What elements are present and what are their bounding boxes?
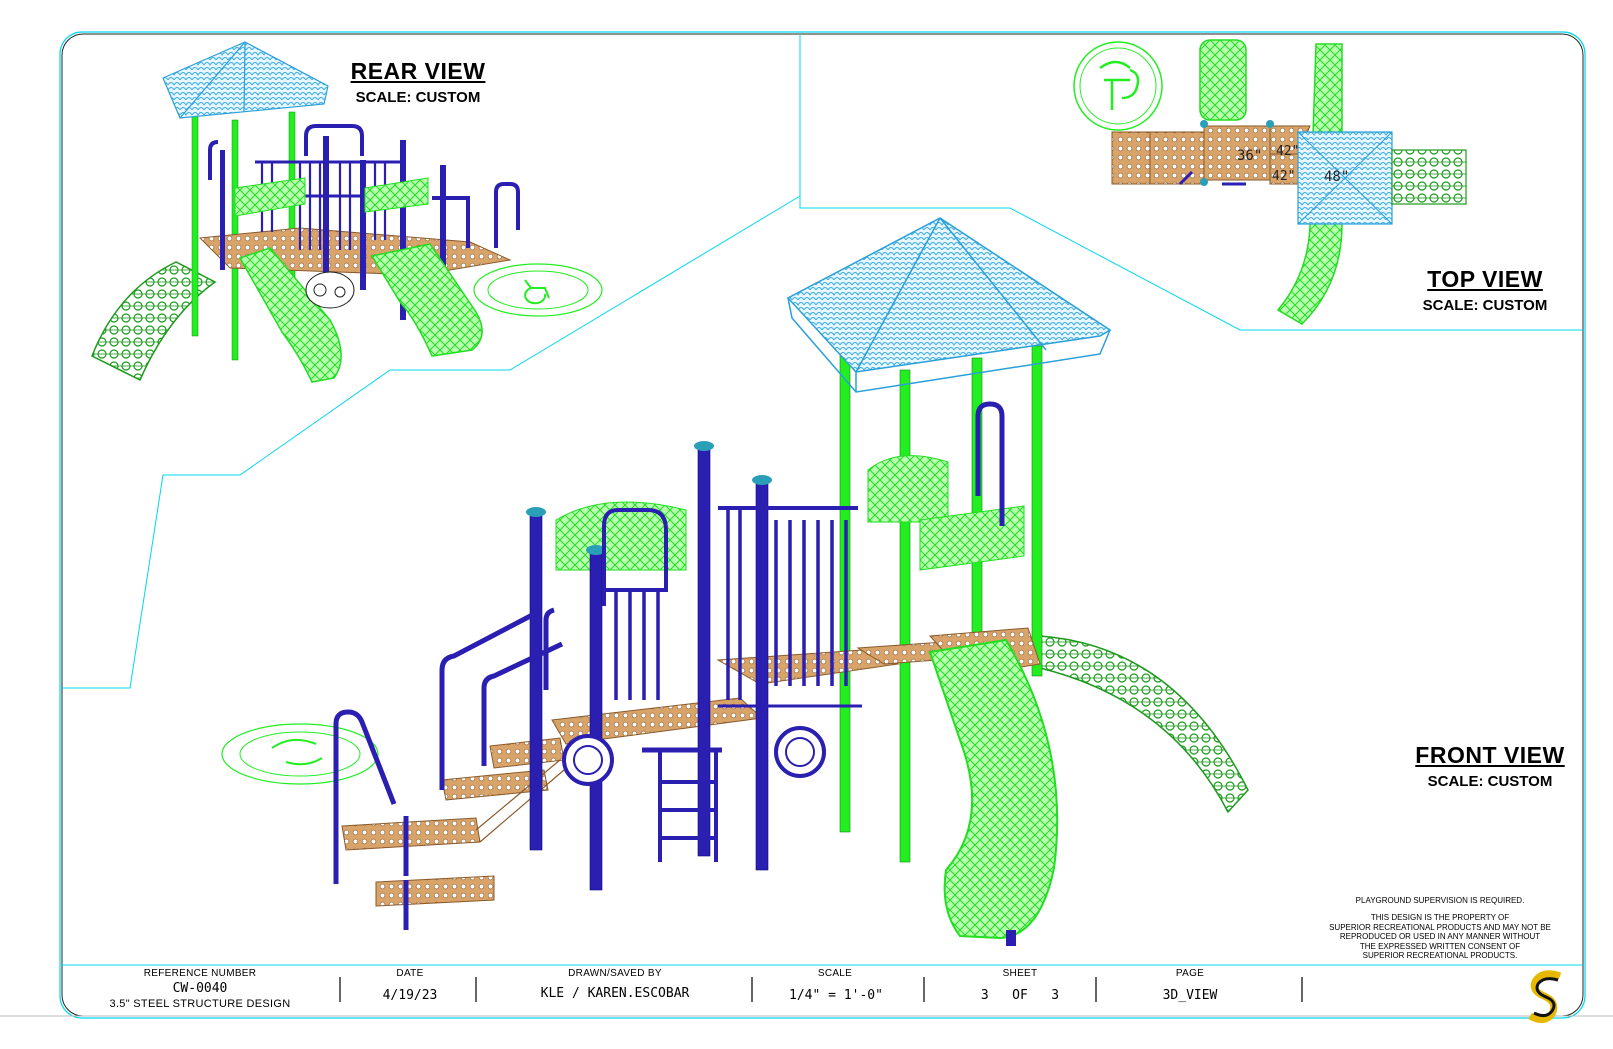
reference-value: CW-0040 [172,981,228,996]
rear-view-drawing [91,41,603,383]
property-note: THIS DESIGN IS THE PROPERTY OF SUPERIOR … [1320,913,1560,961]
top-label-42a: 42" [1276,144,1299,159]
company-logo [1528,970,1562,1023]
property-note-line: THIS DESIGN IS THE PROPERTY OF [1370,913,1510,922]
scale-label: SCALE [817,968,853,979]
front-view-title: FRONT VIEW [1415,742,1565,768]
front-view-scale: SCALE: CUSTOM [1427,773,1553,790]
sheet-label: SHEET [1002,968,1038,979]
top-view-boundary [799,196,1583,331]
rear-view-boundary [62,34,801,689]
date-value: 4/19/23 [382,988,438,1003]
property-note-line: THE EXPRESSED WRITTEN CONSENT OF [1359,941,1521,951]
sheet-value: 3 OF 3 [980,988,1060,1003]
rear-view-scale: SCALE: CUSTOM [355,89,481,106]
top-label-36: 36" [1237,148,1262,164]
sheet-border [59,31,1586,1019]
page-label: PAGE [1175,968,1205,979]
top-label-48: 48" [1324,169,1349,185]
top-view-drawing [1073,39,1467,325]
top-view-scale: SCALE: CUSTOM [1422,297,1548,314]
property-note-line: SUPERIOR RECREATIONAL PRODUCTS AND MAY N… [1329,922,1551,932]
rear-view-title: REAR VIEW [350,58,486,84]
top-view-title-block: TOP VIEW SCALE: CUSTOM [1400,266,1570,314]
supervision-note: PLAYGROUND SUPERVISION IS REQUIRED. [1355,896,1525,905]
top-label-42b: 42" [1272,169,1295,184]
drawn-by-value: KLE / KAREN.ESCOBAR [540,986,690,1001]
front-view-title-block: FRONT VIEW SCALE: CUSTOM [1400,742,1580,790]
scale-value: 1/4" = 1'-0" [789,988,883,1003]
page-value: 3D_VIEW [1162,988,1218,1003]
drawn-by-label: DRAWN/SAVED BY [568,968,662,979]
reference-label: REFERENCE NUMBER [143,968,257,979]
reference-description: 3.5" STEEL STRUCTURE DESIGN [109,998,291,1010]
top-view-title: TOP VIEW [1427,266,1543,292]
property-note-line: REPRODUCED OR USED IN ANY MANNER WITHOUT [1339,932,1541,941]
date-label: DATE [396,968,424,979]
rear-view-title-block: REAR VIEW SCALE: CUSTOM [338,58,498,106]
property-note-line: SUPERIOR RECREATIONAL PRODUCTS. [1362,951,1518,960]
front-view-drawing [221,217,1249,946]
